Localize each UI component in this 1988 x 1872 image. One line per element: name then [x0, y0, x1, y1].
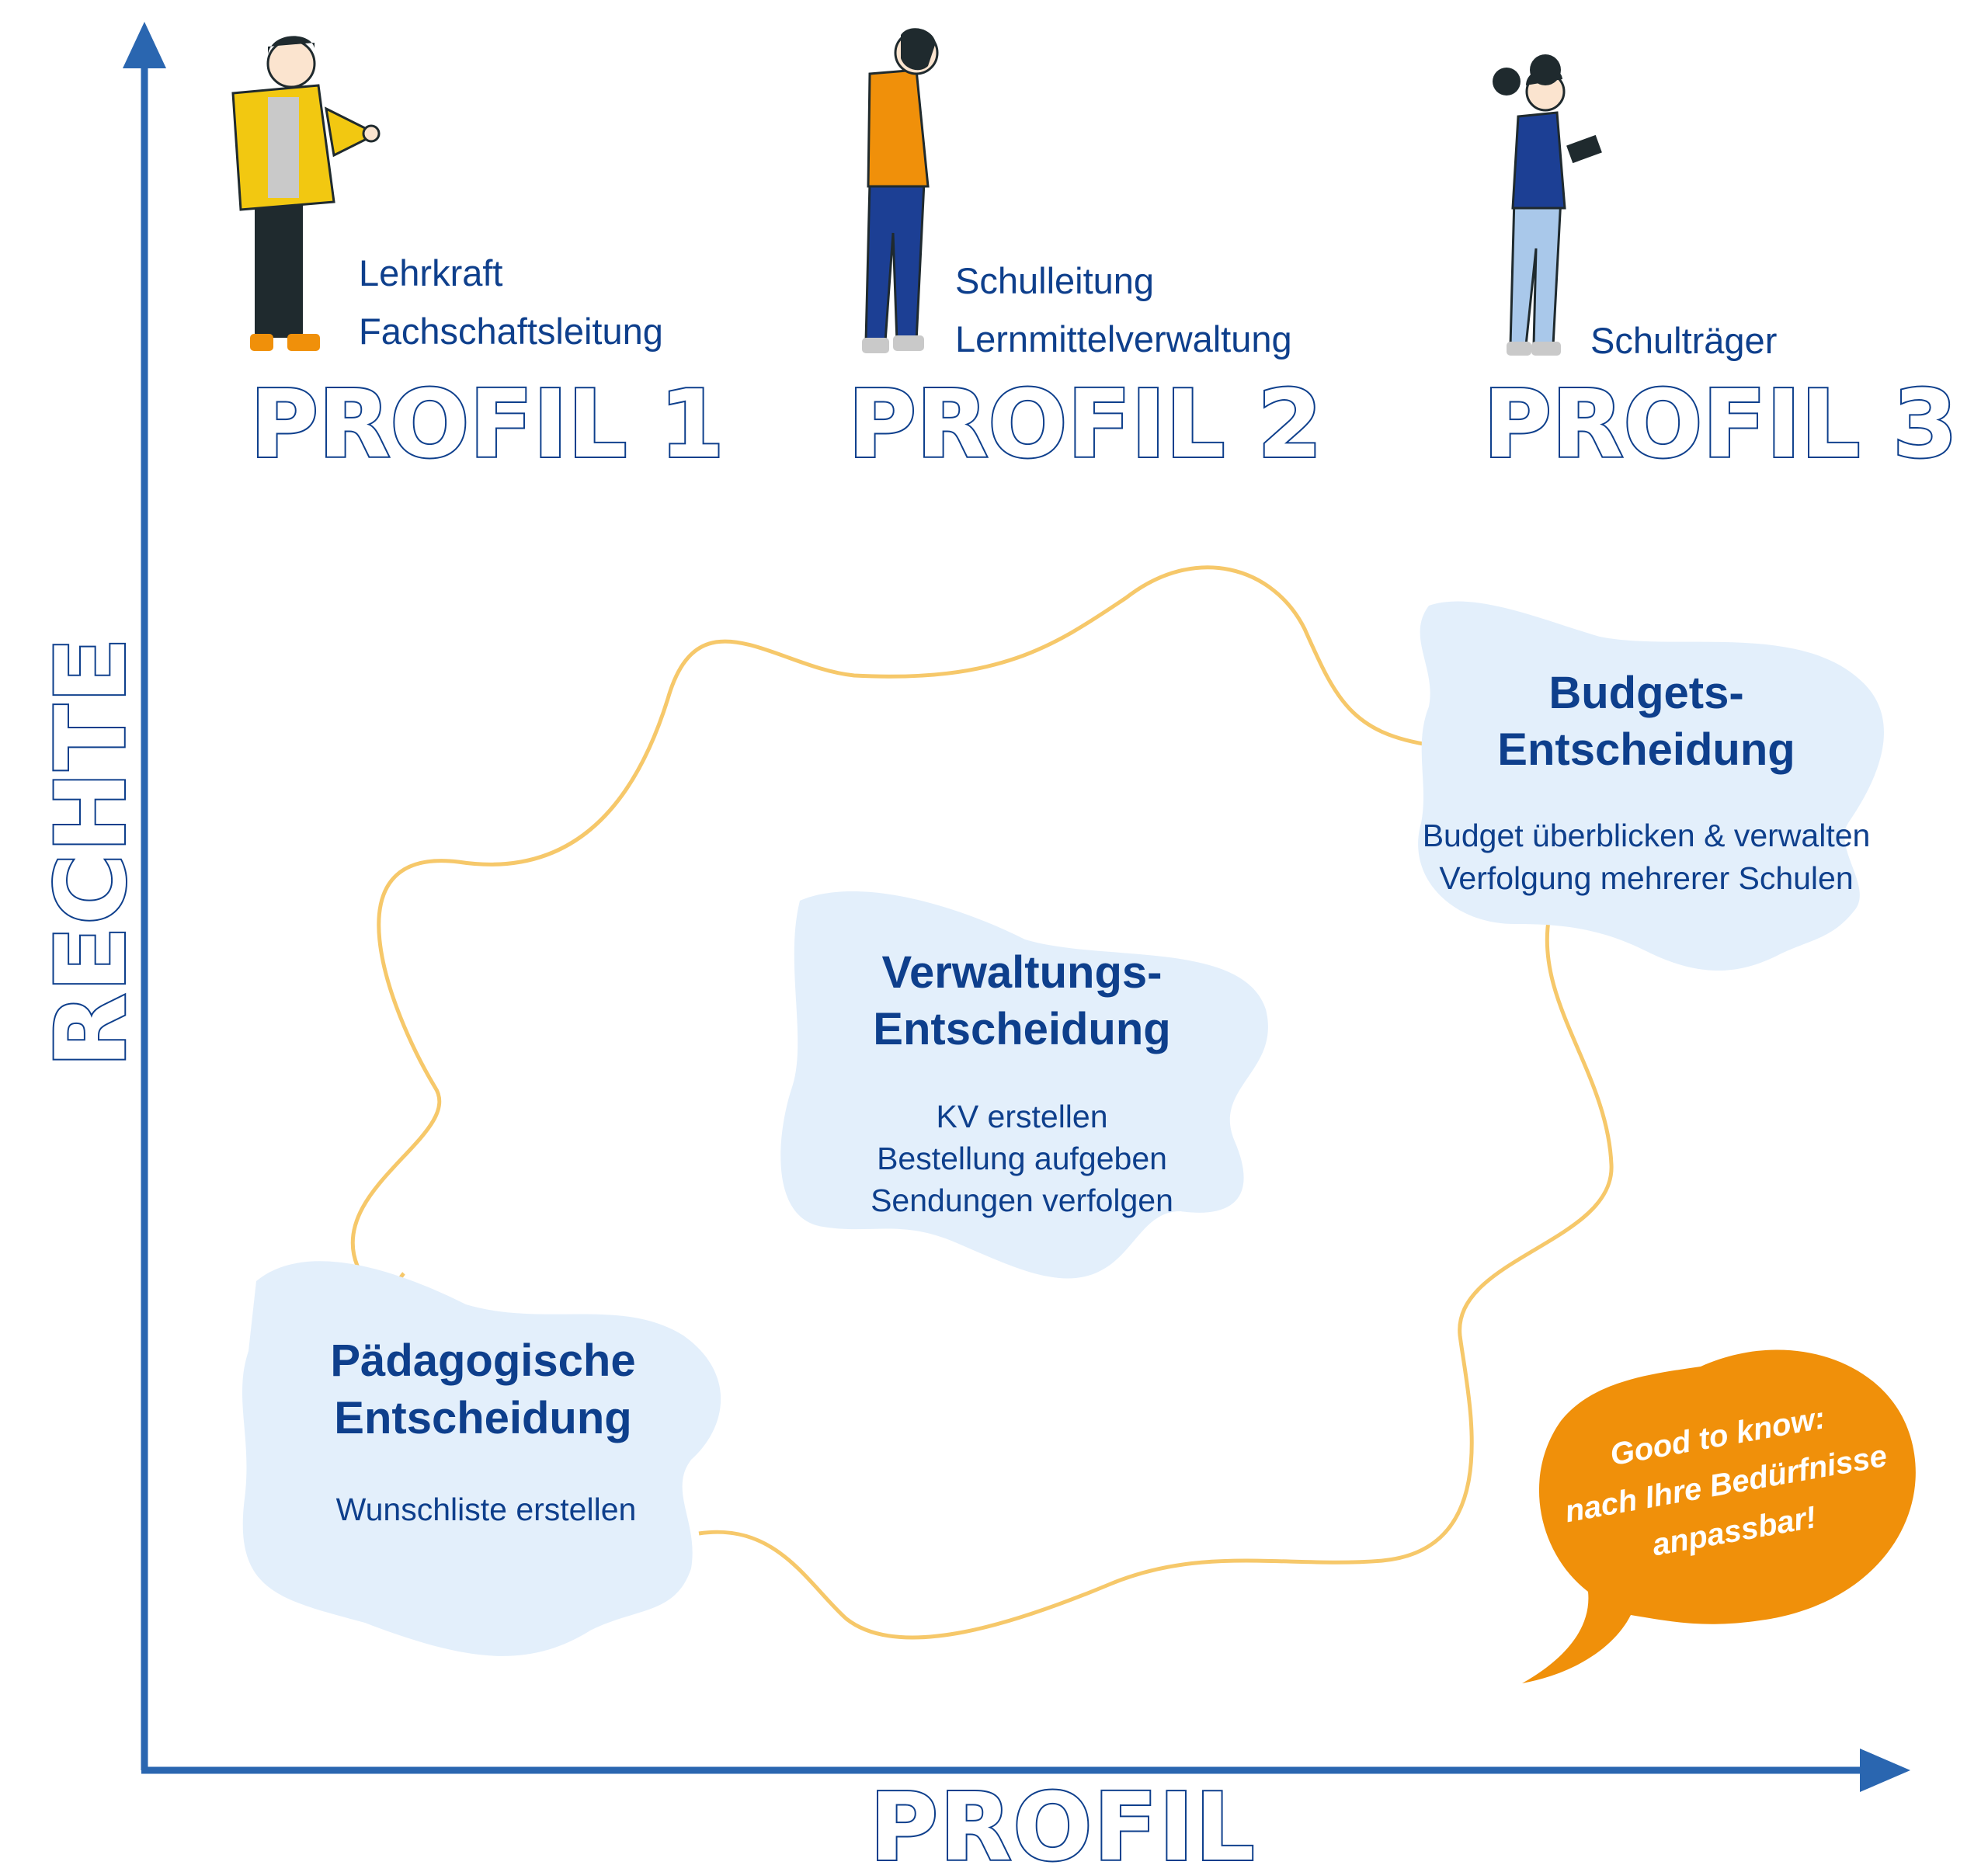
profile-1-title: PROFIL 1 — [250, 371, 725, 479]
paedagogisch-title-line-2: Entscheidung — [334, 1393, 631, 1443]
budget-item-2: Verfolgung mehrerer Schulen — [1439, 860, 1853, 896]
paedagogisch-item-1: Wunschliste erstellen — [336, 1492, 637, 1527]
profile-3-title: PROFIL 3 — [1483, 371, 1958, 479]
budget-title-line-2: Entscheidung — [1497, 724, 1795, 775]
paedagogisch-title-line-1: Pädagogische — [330, 1335, 635, 1386]
x-axis-label: PROFIL — [870, 1774, 1256, 1872]
profile-3-role-1: Schulträger — [1590, 320, 1777, 361]
verwaltung-item-1: KV erstellen — [936, 1099, 1107, 1134]
verwaltung-item-3: Sendungen verfolgen — [871, 1183, 1173, 1218]
budget-item-1: Budget überblicken & verwalten — [1423, 818, 1871, 853]
profile-2-role-1: Schulleitung — [955, 260, 1154, 301]
profile-1-role-2: Fachschaftsleitung — [359, 311, 663, 352]
scope-boundary-wave-lower — [698, 915, 1614, 1640]
x-axis-arrow-icon — [1860, 1749, 1910, 1792]
school-authority-figure-icon — [1493, 54, 1602, 356]
verwaltung-item-2: Bestellung aufgeben — [877, 1141, 1167, 1176]
speech-bubble — [1522, 1349, 1916, 1683]
verwaltung-title-line-1: Verwaltungs- — [882, 947, 1163, 998]
teacher-figure-icon — [231, 36, 381, 351]
scope-boundary-wave — [350, 565, 1434, 1297]
verwaltung-title-line-2: Entscheidung — [873, 1004, 1170, 1054]
y-axis-label: RECHTE — [36, 636, 148, 1068]
profile-2-title: PROFIL 2 — [848, 371, 1322, 479]
principal-figure-icon — [862, 28, 939, 353]
y-axis-arrow-icon — [123, 22, 166, 68]
budget-title-line-1: Budgets- — [1548, 668, 1743, 718]
profile-1-role-1: Lehrkraft — [359, 252, 502, 293]
verwaltung-blob — [780, 891, 1268, 1279]
paedagogisch-blob — [242, 1261, 721, 1656]
budget-blob — [1418, 601, 1884, 971]
profile-2-role-2: Lernmittelverwaltung — [955, 318, 1292, 359]
